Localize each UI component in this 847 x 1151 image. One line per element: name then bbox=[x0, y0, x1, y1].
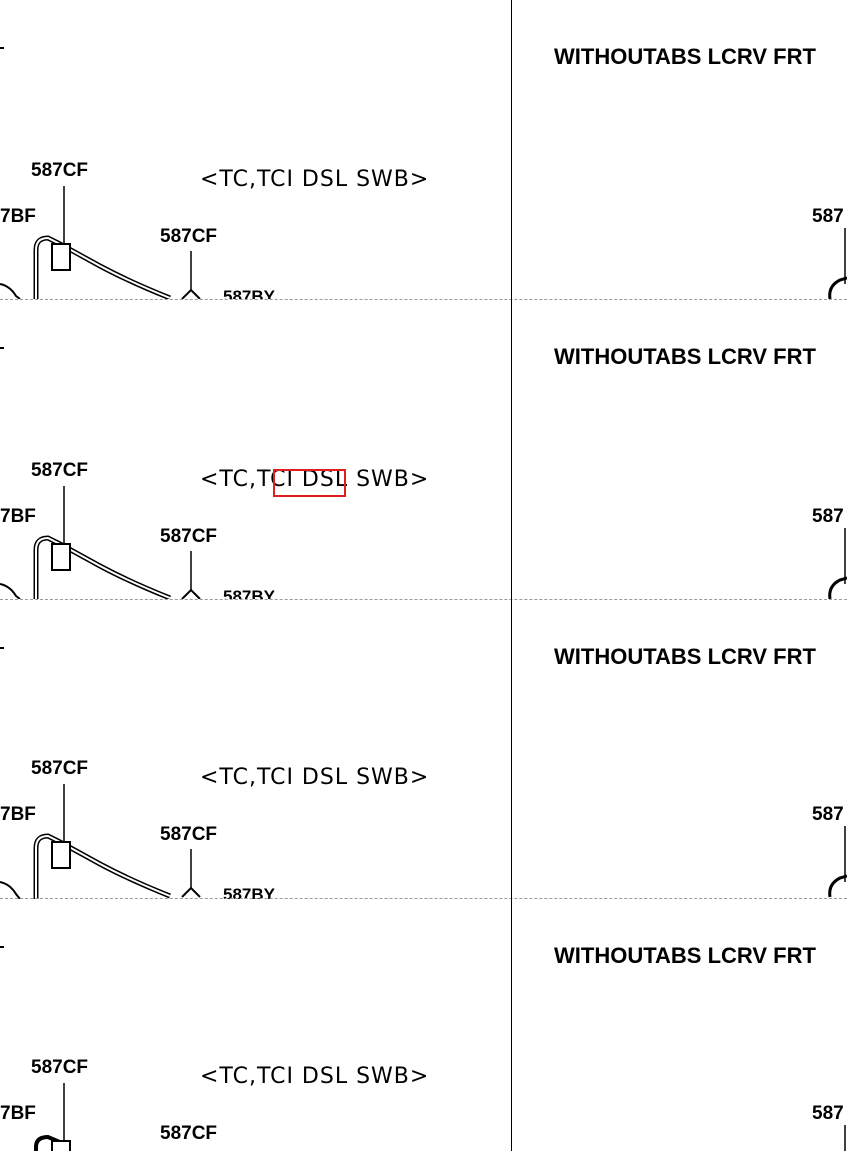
part-label-587-right: 587 bbox=[812, 206, 844, 227]
grommet-icon bbox=[181, 886, 201, 898]
variant-label: <TC,TCI DSL SWB> bbox=[200, 167, 430, 192]
strip-title: WITHOUTABS LCRV FRT bbox=[554, 943, 816, 968]
variant-label: <TC,TCI DSL SWB> bbox=[200, 467, 430, 492]
strip-title: WITHOUTABS LCRV FRT bbox=[554, 344, 816, 369]
edge-tick bbox=[0, 347, 4, 349]
pipe-drawing bbox=[34, 1083, 846, 1151]
brake-pipe-outline bbox=[34, 1134, 63, 1151]
highlight-box bbox=[273, 469, 346, 497]
part-label-587by: 587BY bbox=[223, 587, 275, 599]
pipe-drawing bbox=[0, 186, 847, 299]
strip-separator bbox=[0, 898, 847, 899]
strip-separator bbox=[0, 299, 847, 300]
fitting-icon bbox=[0, 583, 21, 599]
diagram-strip-4: WITHOUTABS LCRV FRT 587CF 7BF 587CF 587 … bbox=[0, 899, 847, 1151]
part-label-587bf: 7BF bbox=[0, 506, 36, 527]
edge-tick bbox=[0, 47, 4, 49]
part-label-587-right: 587 bbox=[812, 506, 844, 527]
diagram-strip-2: WITHOUTABS LCRV FRT 587CF 7BF 587CF 587B… bbox=[0, 300, 847, 599]
pipe-clip-icon bbox=[51, 841, 71, 869]
pipe-drawing bbox=[0, 486, 847, 599]
fitting-icon bbox=[0, 283, 21, 299]
grommet-icon bbox=[181, 588, 201, 599]
strip-title: WITHOUTABS LCRV FRT bbox=[554, 44, 816, 69]
part-label-587bf: 7BF bbox=[0, 1103, 36, 1124]
fitting-icon bbox=[828, 874, 847, 898]
part-label-587cf-lower: 587CF bbox=[160, 824, 218, 845]
fitting-icon bbox=[828, 576, 847, 599]
part-label-587cf-upper: 587CF bbox=[31, 460, 89, 481]
variant-label: <TC,TCI DSL SWB> bbox=[200, 1064, 430, 1089]
part-label-587cf-lower: 587CF bbox=[160, 226, 218, 247]
part-label-587-right: 587 bbox=[812, 804, 844, 825]
part-label-587-right: 587 bbox=[812, 1103, 844, 1124]
edge-tick bbox=[0, 946, 4, 948]
strip-separator bbox=[0, 599, 847, 600]
fitting-icon bbox=[0, 881, 21, 899]
pipe-drawing bbox=[0, 784, 847, 899]
part-label-587by: 587BY bbox=[223, 885, 275, 899]
pipe-clip-icon bbox=[51, 243, 71, 271]
variant-label: <TC,TCI DSL SWB> bbox=[200, 765, 430, 790]
pipe-clip-icon bbox=[51, 1140, 71, 1151]
part-label-587cf-lower: 587CF bbox=[160, 1123, 218, 1144]
column-divider bbox=[511, 0, 512, 1151]
part-label-587cf-upper: 587CF bbox=[31, 758, 89, 779]
part-label-587cf-lower: 587CF bbox=[160, 526, 218, 547]
edge-tick bbox=[0, 647, 4, 649]
grommet-icon bbox=[181, 288, 201, 299]
strip-title: WITHOUTABS LCRV FRT bbox=[554, 644, 816, 669]
part-label-587cf-upper: 587CF bbox=[31, 1057, 89, 1078]
part-label-587cf-upper: 587CF bbox=[31, 160, 89, 181]
diagram-strip-3: WITHOUTABS LCRV FRT 587CF 7BF 587CF 587B… bbox=[0, 600, 847, 899]
part-label-587bf: 7BF bbox=[0, 206, 36, 227]
fitting-icon bbox=[828, 276, 847, 299]
pipe-clip-icon bbox=[51, 543, 71, 571]
part-label-587by: 587BY bbox=[223, 287, 275, 299]
diagram-strip-1: WITHOUTABS LCRV FRT 587CF 7BF 587CF 587B… bbox=[0, 0, 847, 299]
part-label-587bf: 7BF bbox=[0, 804, 36, 825]
